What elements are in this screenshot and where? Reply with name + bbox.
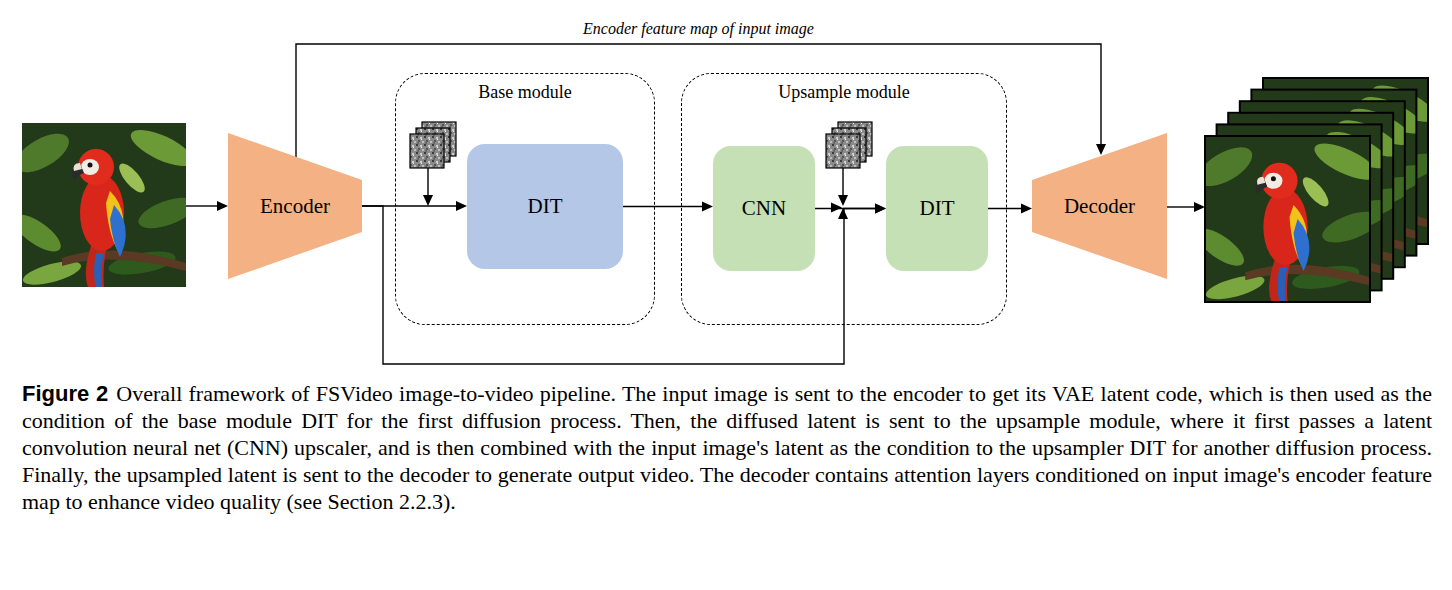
node-label: DIT — [920, 196, 955, 221]
connector — [296, 44, 1106, 158]
noise-stack — [410, 122, 456, 168]
module-group: Upsample moduleCNN DIT — [681, 73, 1007, 325]
connector — [623, 202, 713, 212]
module-heading: Upsample module — [682, 82, 1006, 103]
caption: Overall framework of FSVideo image-to-vi… — [22, 381, 1432, 514]
input-image — [8, 123, 200, 290]
decoder-trapezoid: Decoder — [1032, 133, 1167, 279]
module-heading: Base module — [396, 82, 654, 103]
connector-line — [988, 208, 1023, 209]
connector-line — [623, 206, 704, 207]
process-box: DIT — [886, 146, 988, 271]
process-box: CNN — [713, 146, 815, 271]
figure-label: Figure 2 — [22, 381, 108, 406]
arrowhead — [1096, 144, 1106, 155]
arrowhead — [702, 202, 713, 212]
output-frames — [1191, 78, 1442, 304]
arrowhead — [1021, 204, 1032, 214]
connector-line — [296, 44, 1101, 158]
caption-block: Figure 2Overall framework of FSVideo ima… — [22, 380, 1432, 515]
trapezoid-fill — [1032, 133, 1167, 279]
arrowhead — [875, 204, 886, 214]
trapezoid-fill — [228, 133, 362, 279]
node-label: Encoder — [260, 194, 330, 219]
node-label: DIT — [528, 194, 563, 219]
module-group: Base moduleDIT — [395, 73, 655, 325]
arrowhead — [456, 201, 467, 211]
process-box: DIT — [467, 144, 623, 269]
noise-stack — [826, 122, 872, 168]
encoder-trapezoid: Encoder — [228, 133, 362, 279]
edge-label: Encoder feature map of input image — [580, 20, 817, 38]
node-label: CNN — [742, 196, 786, 221]
arrowhead — [875, 204, 886, 214]
node-label: Decoder — [1064, 194, 1135, 219]
connector — [988, 204, 1032, 214]
